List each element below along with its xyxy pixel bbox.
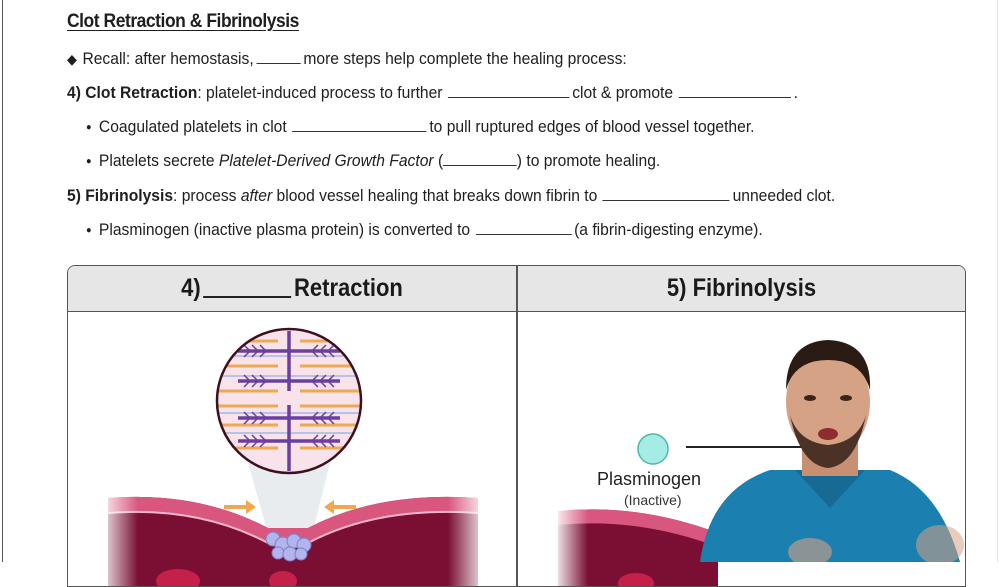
presenter-video-overlay bbox=[690, 330, 980, 562]
recall-line: ◆Recall: after hemostasis,more steps hel… bbox=[67, 48, 627, 68]
step4-blank-1[interactable] bbox=[448, 82, 570, 98]
page-left-border bbox=[2, 0, 3, 562]
header-clot-retraction: 4)Retraction bbox=[181, 274, 403, 302]
header-fibrinolysis: 5) Fibrinolysis bbox=[666, 274, 817, 302]
magnified-fibrin-circle bbox=[215, 327, 363, 475]
column-divider bbox=[516, 266, 518, 586]
diamond-bullet-icon: ◆ bbox=[67, 51, 77, 67]
step5-line: 5) Fibrinolysis: process after blood ves… bbox=[67, 185, 836, 205]
header-blank[interactable] bbox=[203, 276, 292, 298]
step4-sub2: ●Platelets secrete Platelet-Derived Grow… bbox=[86, 150, 661, 170]
pdgf-blank[interactable] bbox=[443, 150, 517, 166]
presenter-figure bbox=[700, 340, 964, 562]
step4-line: 4) Clot Retraction: platelet-induced pro… bbox=[67, 82, 798, 102]
page-right-border bbox=[997, 0, 998, 562]
plasminogen-molecule-icon bbox=[637, 433, 669, 465]
retraction-illustration-cell bbox=[68, 313, 516, 586]
clot-retraction-illustration bbox=[98, 327, 488, 586]
plasminogen-sublabel: (Inactive) bbox=[624, 492, 682, 508]
plasminogen-label: Plasminogen bbox=[597, 469, 702, 489]
recall-blank[interactable] bbox=[256, 48, 301, 64]
step5-blank[interactable] bbox=[602, 185, 730, 201]
contraction-arrows bbox=[224, 500, 356, 514]
bullet-icon: ● bbox=[86, 156, 92, 167]
page-title: Clot Retraction & Fibrinolysis bbox=[67, 11, 299, 32]
step5-sub1: ●Plasminogen (inactive plasma protein) i… bbox=[86, 219, 763, 239]
bullet-icon: ● bbox=[86, 122, 92, 133]
step5-sub1-blank[interactable] bbox=[475, 219, 572, 235]
bullet-icon: ● bbox=[86, 225, 92, 236]
step4-blank-2[interactable] bbox=[678, 82, 791, 98]
platelet-clot bbox=[265, 531, 312, 562]
step4-sub1-blank[interactable] bbox=[292, 116, 427, 132]
